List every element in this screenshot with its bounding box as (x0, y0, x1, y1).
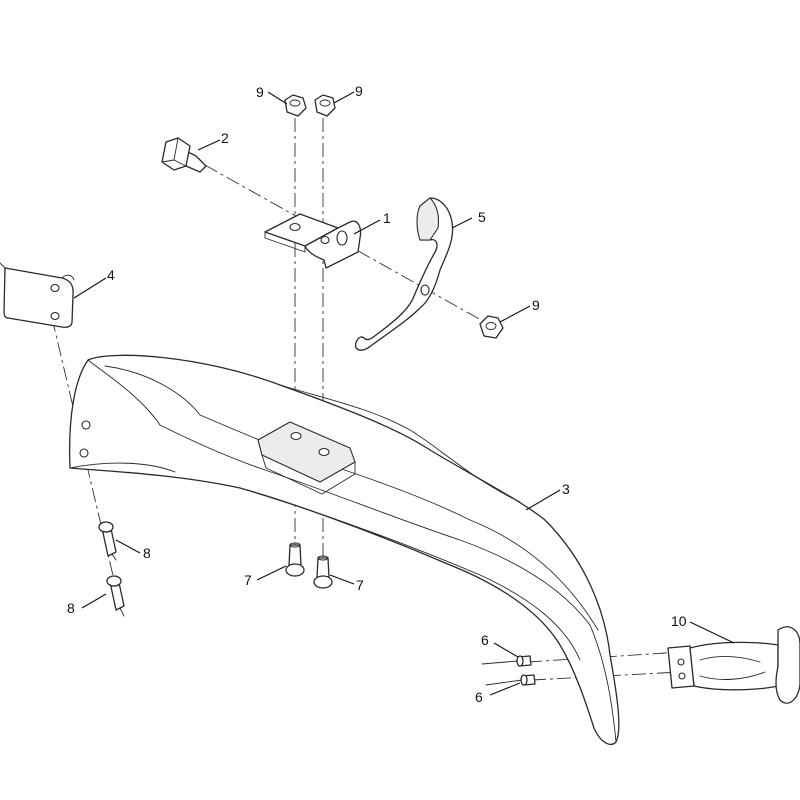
callout-8-upper: 8 (143, 545, 151, 561)
callout-7-right: 7 (356, 577, 364, 593)
callout-3: 3 (562, 481, 570, 497)
nut-part-9-left (284, 94, 307, 117)
callout-5: 5 (478, 209, 486, 225)
callout-4: 4 (107, 267, 115, 283)
pop-rivet-part-6-lower (485, 674, 536, 686)
carriage-bolt-part-7-left (285, 542, 305, 577)
callout-2: 2 (221, 130, 229, 146)
callout-6-upper: 6 (481, 632, 489, 648)
carriage-bolt-part-7-right (313, 555, 333, 589)
callout-8-lower: 8 (67, 600, 75, 616)
leader-lines (73, 91, 735, 696)
deflector-part-3 (69, 354, 620, 745)
callout-1: 1 (383, 210, 391, 226)
callout-9-lower: 9 (532, 297, 540, 313)
rivet-part-8-lower (106, 575, 125, 617)
bracket-part-4 (0, 262, 75, 328)
nut-part-9-right (314, 94, 336, 117)
callout-10: 10 (671, 613, 687, 629)
callout-labels: 9 9 2 1 5 4 9 3 8 8 7 7 6 6 10 (67, 83, 687, 705)
handle-part-10 (667, 626, 800, 704)
callout-6-lower: 6 (475, 689, 483, 705)
rivet-part-8-upper (98, 521, 117, 561)
callout-9-left: 9 (256, 84, 264, 100)
angle-bracket-part-1 (264, 213, 362, 269)
pop-rivet-part-6-upper (481, 655, 532, 667)
hook-latch-part-5 (354, 197, 454, 351)
nut-part-9-lower (479, 315, 504, 339)
bolt-part-2 (161, 137, 207, 173)
callout-7-left: 7 (244, 572, 252, 588)
callout-9-right: 9 (355, 83, 363, 99)
